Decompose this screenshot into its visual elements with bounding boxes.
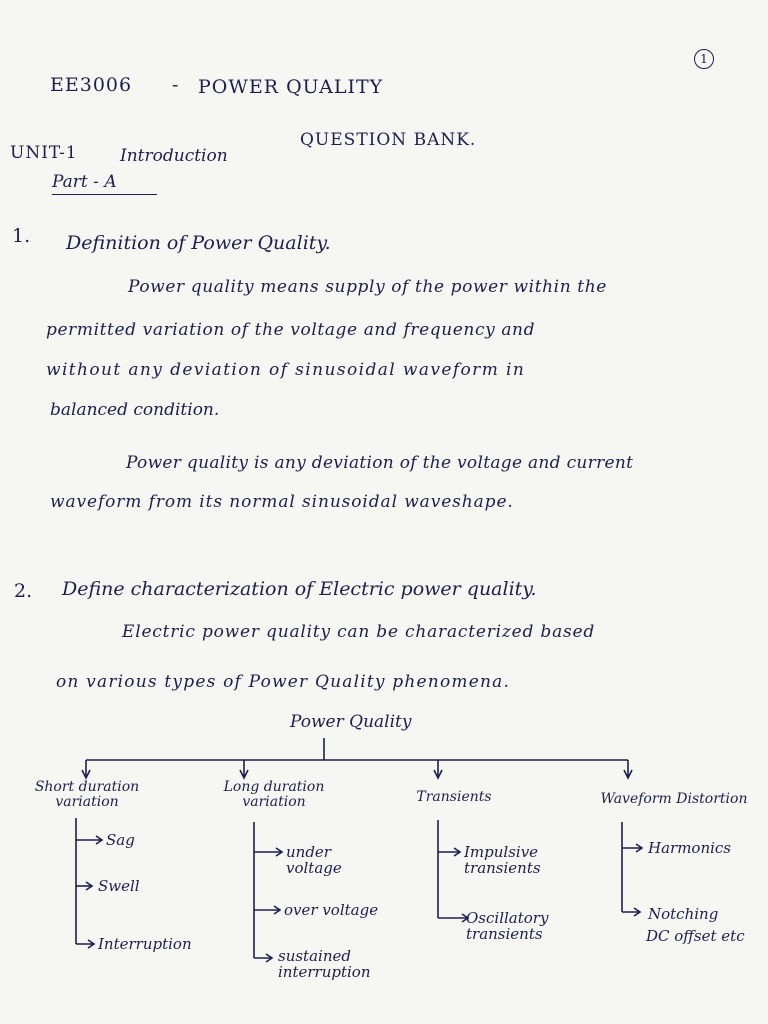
branch-title-line2: variation <box>55 794 119 810</box>
q1-para2-line2: waveform from its normal sinusoidal wave… <box>50 492 514 512</box>
branch-long-duration: Long duration variation <box>214 780 334 810</box>
branch-title-line2: variation <box>242 794 306 810</box>
tree-root: Power Quality <box>290 712 412 732</box>
leaf-swell: Swell <box>98 877 140 895</box>
course-code: EE3006 <box>50 74 133 96</box>
leaf-interruption: Interruption <box>98 935 192 953</box>
leaf-impulsive-transients: Impulsive transients <box>464 843 541 877</box>
leaf-over-voltage: over voltage <box>284 901 379 919</box>
branch-transients: Transients <box>404 790 504 805</box>
q2-question: Define characterization of Electric powe… <box>62 578 537 600</box>
q2-number: 2. <box>14 580 33 602</box>
leaf-under-voltage: under voltage <box>286 843 342 877</box>
leaf-harmonics: Harmonics <box>648 839 732 857</box>
q1-question: Definition of Power Quality. <box>66 232 331 254</box>
unit-title: Introduction <box>120 146 228 166</box>
branch-title-line1: Long duration <box>223 779 325 795</box>
branch-title-line1: Waveform Distortion <box>600 791 748 807</box>
q1-para1-line3: without any deviation of sinusoidal wave… <box>46 360 526 380</box>
leaf-notching: Notching <box>648 905 719 923</box>
course-title: POWER QUALITY <box>198 76 384 98</box>
q1-para2-line1: Power quality is any deviation of the vo… <box>126 453 634 473</box>
unit-label: UNIT-1 <box>10 143 78 163</box>
doc-title: QUESTION BANK. <box>300 130 477 150</box>
q1-para1-line2: permitted variation of the voltage and f… <box>46 320 536 340</box>
header-dash: - <box>172 74 180 96</box>
leaf-oscillatory-transients: Oscillatory transients <box>466 909 549 943</box>
branch-title-line1: Short duration <box>34 779 140 795</box>
q1-para1-line4: balanced condition. <box>50 400 220 420</box>
q2-answer-line2: on various types of Power Quality phenom… <box>56 672 511 692</box>
q1-para1-line1: Power quality means supply of the power … <box>128 277 607 297</box>
leaf-sag: Sag <box>106 831 135 849</box>
branch-short-duration: Short duration variation <box>12 780 162 810</box>
branch-waveform-distortion: Waveform Distortion <box>584 792 764 807</box>
leaf-sustained-interruption: sustained interruption <box>278 947 371 981</box>
q2-answer-line1: Electric power quality can be characteri… <box>122 622 596 642</box>
leaf-dc-offset: DC offset etc <box>646 927 745 945</box>
q1-number: 1. <box>12 225 31 247</box>
page-number: 1 <box>694 48 714 69</box>
branch-title-line1: Transients <box>416 789 492 805</box>
part-label: Part - A <box>52 172 157 195</box>
